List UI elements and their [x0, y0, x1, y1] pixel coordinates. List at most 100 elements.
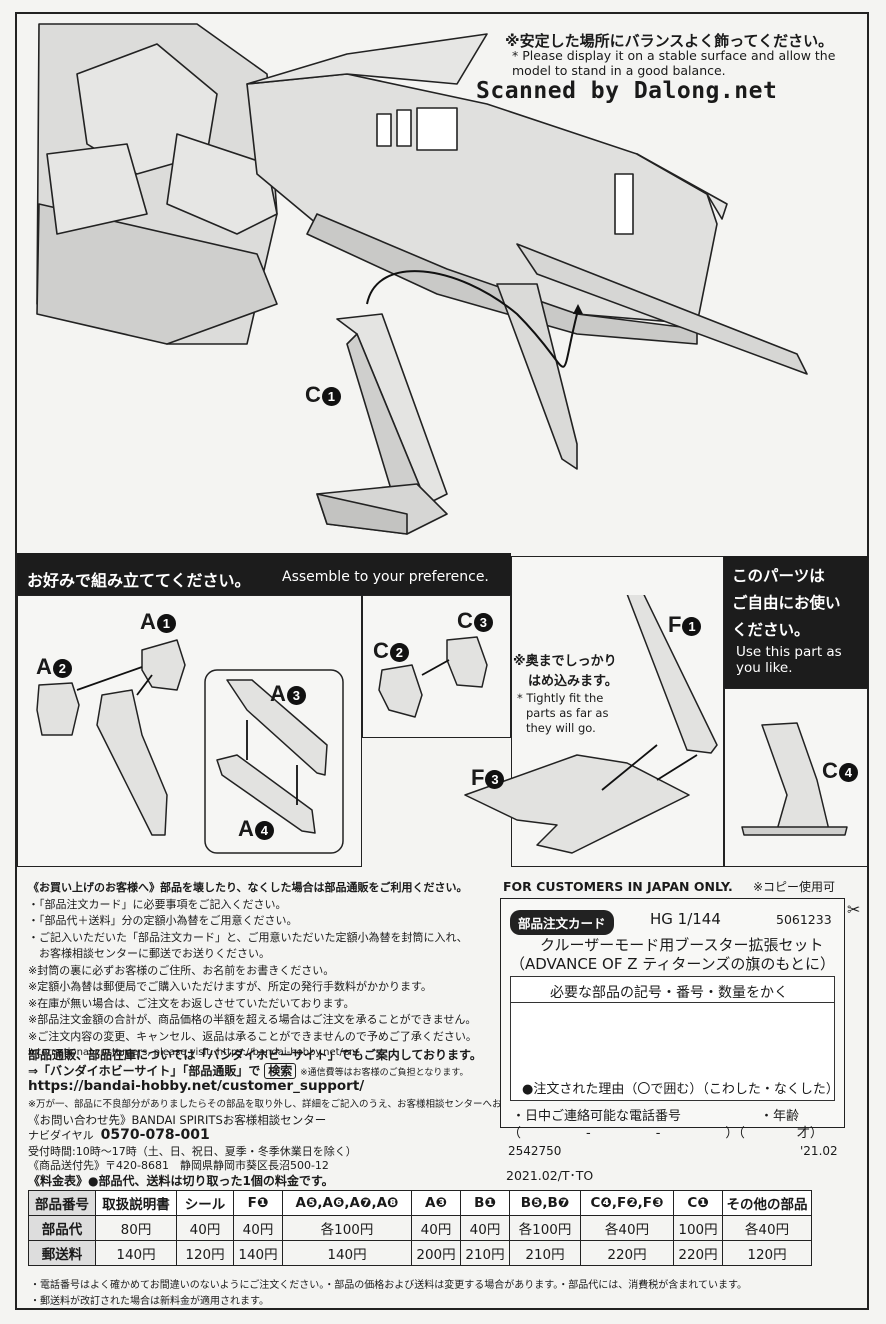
- fee-cell: 40円: [460, 1215, 510, 1241]
- part-number-badge: 3: [473, 612, 493, 632]
- customer-line: ※定額小為替は郵便局でご購入いただけますが、所定の発行手数料がかかります。: [28, 980, 432, 993]
- customer-info: 《お買い上げのお客様へ》部品を壊したり、なくした場合は部品通販をご利用ください。…: [28, 880, 498, 1062]
- fee-header-cell: その他の部品: [722, 1190, 812, 1216]
- part-number-badge: 2: [389, 642, 409, 662]
- support-url[interactable]: https://bandai-hobby.net/customer_suppor…: [28, 1078, 365, 1094]
- contact-line-2: ナビダイヤル 0570-078-001: [28, 1127, 210, 1143]
- part-number-badge: 1: [321, 386, 341, 406]
- fee-cell: 220円: [673, 1240, 723, 1266]
- assemble-header-en: Assemble to your preference.: [282, 569, 489, 585]
- part-number-badge: 1: [682, 616, 702, 636]
- fee-cell: 各100円: [282, 1215, 412, 1241]
- assemble-header-jp: お好みで組み立ててください。: [27, 571, 251, 590]
- part-letter: C: [373, 638, 389, 663]
- fee-cell: 100円: [673, 1215, 723, 1241]
- display-note-en-1: * Please display it on a stable surface …: [512, 48, 836, 63]
- free-en-2: you like.: [736, 660, 793, 676]
- fit-note-jp-1: ※奥までしっかり: [513, 654, 617, 669]
- copy-ok-note: ※コピー使用可: [753, 880, 836, 894]
- fee-cell: 80円: [95, 1215, 177, 1241]
- part-number-badge: 4: [254, 820, 274, 840]
- fit-note-en-1: * Tightly fit the: [517, 691, 604, 705]
- fee-title: 《料金表》●部品代、送料は切り取った1個の料金です。: [28, 1174, 334, 1188]
- contact-line-1: 《お問い合わせ先》BANDAI SPIRITSお客様相談センター: [28, 1113, 327, 1127]
- part-letter: F: [668, 612, 682, 637]
- order-card: 部品注文カード HG 1/144 5061233 ✂ クルーザーモード用ブースタ…: [500, 898, 860, 1170]
- order-reason[interactable]: ●注文された理由（〇で囲む）（こわした・なくした）: [522, 1082, 839, 1097]
- for-customers-japan: FOR CUSTOMERS IN JAPAN ONLY.: [503, 879, 733, 894]
- product-name-2: （ADVANCE OF Z ティターンズの旗のもとに）: [510, 955, 836, 973]
- part-letter: A: [36, 654, 52, 679]
- free-jp-2: ご自由にお使い: [732, 594, 841, 612]
- fee-shipping-row: 郵送料 140円 120円 140円 140円 200円 210円 210円 2…: [28, 1240, 812, 1266]
- parts-entry-box[interactable]: [510, 976, 835, 1101]
- fit-note-en-2: parts as far as: [526, 706, 609, 720]
- customer-line: ※ご注文内容の変更、キャンセル、返品は承ることができませんので予めご了承ください…: [28, 1029, 477, 1043]
- search-box-label[interactable]: 検索: [264, 1063, 297, 1079]
- age-field-label: ・年齢: [760, 1109, 800, 1124]
- fee-cell: 140円: [233, 1240, 283, 1266]
- display-note-en-2: model to stand in a good balance.: [512, 63, 726, 78]
- card-barcode-number: 2542750: [508, 1144, 562, 1158]
- fee-cell: 各40円: [580, 1215, 674, 1241]
- assemble-header-bar: お好みで組み立ててください。 Assemble to your preferen…: [17, 553, 511, 595]
- print-date: 2021.02/T･TO: [506, 1168, 594, 1183]
- fee-header-cell: 部品番号: [28, 1190, 96, 1216]
- customer-title: 《お買い上げのお客様へ》部品を壊したり、なくした場合は部品通販をご利用ください。: [28, 881, 468, 894]
- site-fee-note: ※通信費等はお客様のご負担となります。: [300, 1068, 469, 1078]
- phone-age-input[interactable]: （ - - ）（ 才）: [508, 1126, 823, 1141]
- fit-note-jp-2: はめ込みます。: [528, 674, 618, 689]
- fee-cell: 140円: [95, 1240, 177, 1266]
- customer-line: ・「部品注文カード」に必要事項をご記入ください。: [28, 897, 287, 911]
- free-use-bar: このパーツは ご自由にお使い ください。 Use this part as yo…: [724, 556, 868, 688]
- fee-cell: 40円: [233, 1215, 283, 1241]
- entry-divider: [510, 1002, 835, 1003]
- part-number-badge: 3: [485, 769, 505, 789]
- fee-cell: 120円: [176, 1240, 234, 1266]
- site-line-1: 部品通販、部品在庫については「バンダイホビーサイト」でもご案内しております。: [28, 1048, 482, 1062]
- fee-cell: 各40円: [722, 1215, 812, 1241]
- fee-header-cell: A❺,A❻,A❼,A❽: [282, 1190, 412, 1216]
- part-letter: F: [471, 765, 485, 790]
- part-letter: A: [238, 816, 254, 841]
- fee-header-cell: A❸: [411, 1190, 461, 1216]
- assembly-illustrations: [36, 595, 848, 854]
- international-link[interactable]: International customers, please visit: h…: [28, 1047, 359, 1058]
- phone-number: 0570-078-001: [100, 1127, 210, 1143]
- fee-cell: 200円: [411, 1240, 461, 1266]
- part-letter: A: [140, 609, 156, 634]
- scanned-watermark: Scanned by Dalong.net: [476, 78, 778, 104]
- parts-entry-label: 必要な部品の記号・番号・数量をかく: [550, 985, 788, 1001]
- fee-cell: 210円: [509, 1240, 581, 1266]
- fee-cell: 各100円: [509, 1215, 581, 1241]
- customer-line: ・ご記入いただいた「部品注文カード」と、ご用意いただいた定額小為替を封筒に入れ、: [28, 930, 468, 944]
- fee-header-cell: シール: [176, 1190, 234, 1216]
- fee-cell: 40円: [176, 1215, 234, 1241]
- site-line-2: ⇒「バンダイホビーサイト」「部品通販」で 検索 ※通信費等はお客様のご負担となり…: [28, 1062, 468, 1079]
- fee-cell: 120円: [722, 1240, 812, 1266]
- fee-row-label: 部品代: [28, 1215, 96, 1241]
- part-number-badge: 2: [52, 658, 72, 678]
- customer-line: お客様相談センターに郵送でお送りください。: [28, 947, 270, 960]
- free-jp-3: ください。: [732, 621, 810, 639]
- part-letter: C: [822, 758, 838, 783]
- page-frame: [15, 12, 869, 1310]
- fee-header-row: 部品番号 取扱説明書 シール F❶ A❺,A❻,A❼,A❽ A❸ B❶ B❺,B…: [28, 1190, 812, 1216]
- footer-line-1: ・電話番号はよく確かめてお間違いのないようにご注文ください。・部品の価格および送…: [30, 1280, 747, 1291]
- product-name-1: クルーザーモード用ブースター拡張セット: [540, 936, 824, 954]
- phone-field-label: ・日中ご連絡可能な電話番号: [512, 1109, 682, 1124]
- fee-price-row: 部品代 80円 40円 40円 各100円 40円 40円 各100円 各40円…: [28, 1215, 812, 1241]
- fee-header-cell: 取扱説明書: [95, 1190, 177, 1216]
- fee-header-cell: C❹,F❷,F❸: [580, 1190, 674, 1216]
- part-number-badge: 3: [286, 685, 306, 705]
- fee-header-cell: B❺,B❼: [509, 1190, 581, 1216]
